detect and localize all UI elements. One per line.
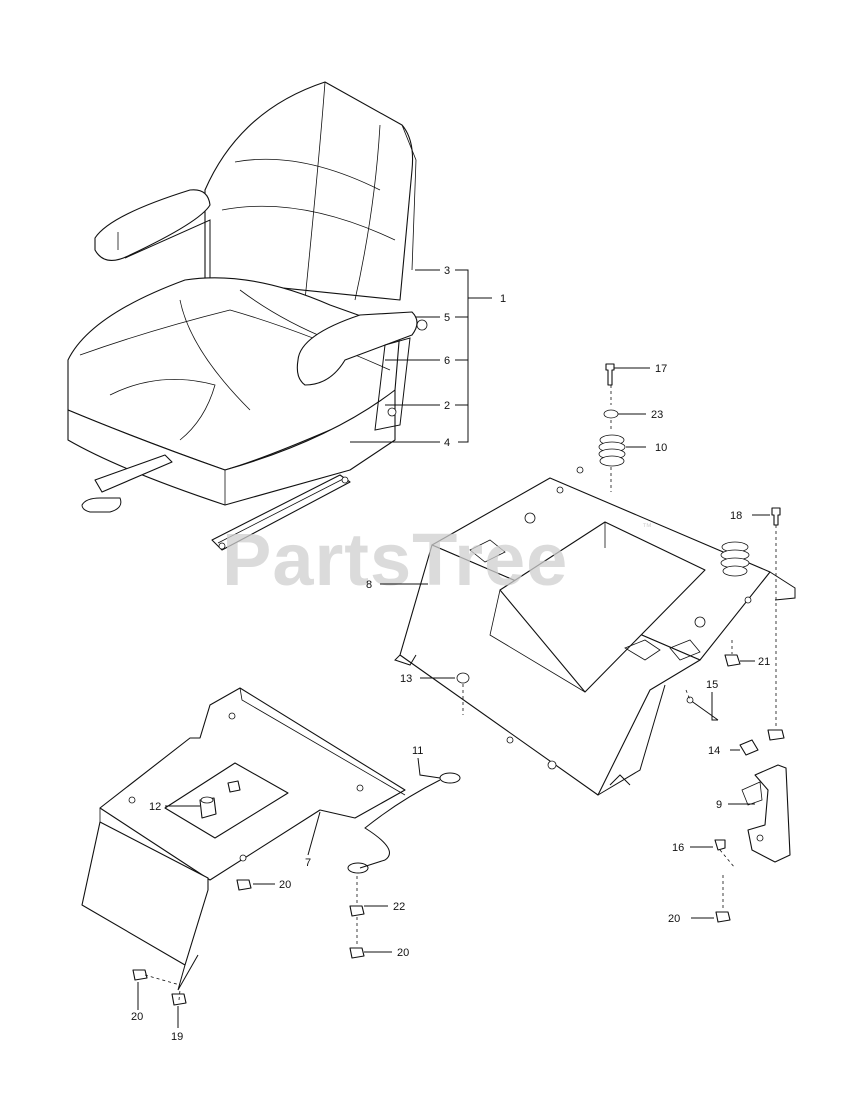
callout-21: 21 [758, 656, 770, 668]
switch-12 [199, 780, 241, 819]
seat-spring [598, 434, 626, 467]
watermark: PartsTree [222, 518, 568, 601]
clip-14 [739, 739, 759, 756]
callout-16: 16 [672, 842, 684, 854]
seat-slide-rail-left [94, 454, 173, 493]
nut-20-wire [349, 947, 365, 959]
floor-plate[interactable] [81, 687, 406, 991]
callout-18: 18 [730, 510, 742, 522]
callout-6: 6 [444, 355, 450, 367]
callout-labels: 1 2 3 4 5 6 7 8 9 10 11 12 13 14 15 16 1… [131, 265, 770, 1043]
callout-2: 2 [444, 400, 450, 412]
nut-20-bracket [715, 911, 731, 923]
callout-10: 10 [655, 442, 667, 454]
mount-plate-channel [499, 521, 706, 693]
seat-backrest [204, 81, 414, 301]
floor-plate-key-panel [164, 762, 289, 839]
nut-18-lower [767, 729, 785, 741]
mount-plate-left-wall [399, 544, 701, 796]
leader-lines [137, 269, 770, 1028]
nut-20-flap [132, 969, 148, 981]
seat-spring-right [720, 541, 750, 577]
callout-20-flap: 20 [131, 1011, 143, 1023]
callout-1: 1 [500, 293, 506, 305]
bracket-9[interactable] [741, 764, 791, 863]
callout-12: 12 [149, 801, 161, 813]
callout-5: 5 [444, 312, 450, 324]
pin-15 [689, 699, 719, 721]
callout-3: 3 [444, 265, 450, 277]
callout-20-wire: 20 [397, 947, 409, 959]
callout-8: 8 [366, 579, 372, 591]
callout-22: 22 [393, 901, 405, 913]
watermark-trademark: ™ [642, 522, 652, 533]
pin-16 [714, 839, 726, 851]
plug-13 [456, 672, 470, 684]
nut-21 [724, 654, 741, 667]
callout-13: 13 [400, 673, 412, 685]
left-armrest [94, 189, 211, 261]
callout-20-bracket: 20 [668, 913, 680, 925]
bolt-18 [771, 507, 781, 526]
callout-15: 15 [706, 679, 718, 691]
nut-20-plate [236, 879, 252, 891]
callout-23: 23 [651, 409, 663, 421]
callout-11: 11 [412, 745, 423, 757]
bolt-17 [605, 363, 615, 386]
callout-14: 14 [708, 745, 720, 757]
seat-assembly[interactable] [67, 81, 428, 551]
washer-23 [603, 409, 619, 419]
seat-mount-plate[interactable] [394, 466, 796, 796]
callout-20-plate: 20 [279, 879, 291, 891]
callout-9: 9 [716, 799, 722, 811]
callout-4: 4 [444, 437, 450, 449]
washer-22 [349, 905, 365, 917]
callout-17: 17 [655, 363, 667, 375]
right-armrest [296, 311, 418, 386]
callout-19: 19 [171, 1031, 183, 1043]
floor-plate-front-flap [81, 821, 209, 966]
callout-7: 7 [305, 857, 311, 869]
